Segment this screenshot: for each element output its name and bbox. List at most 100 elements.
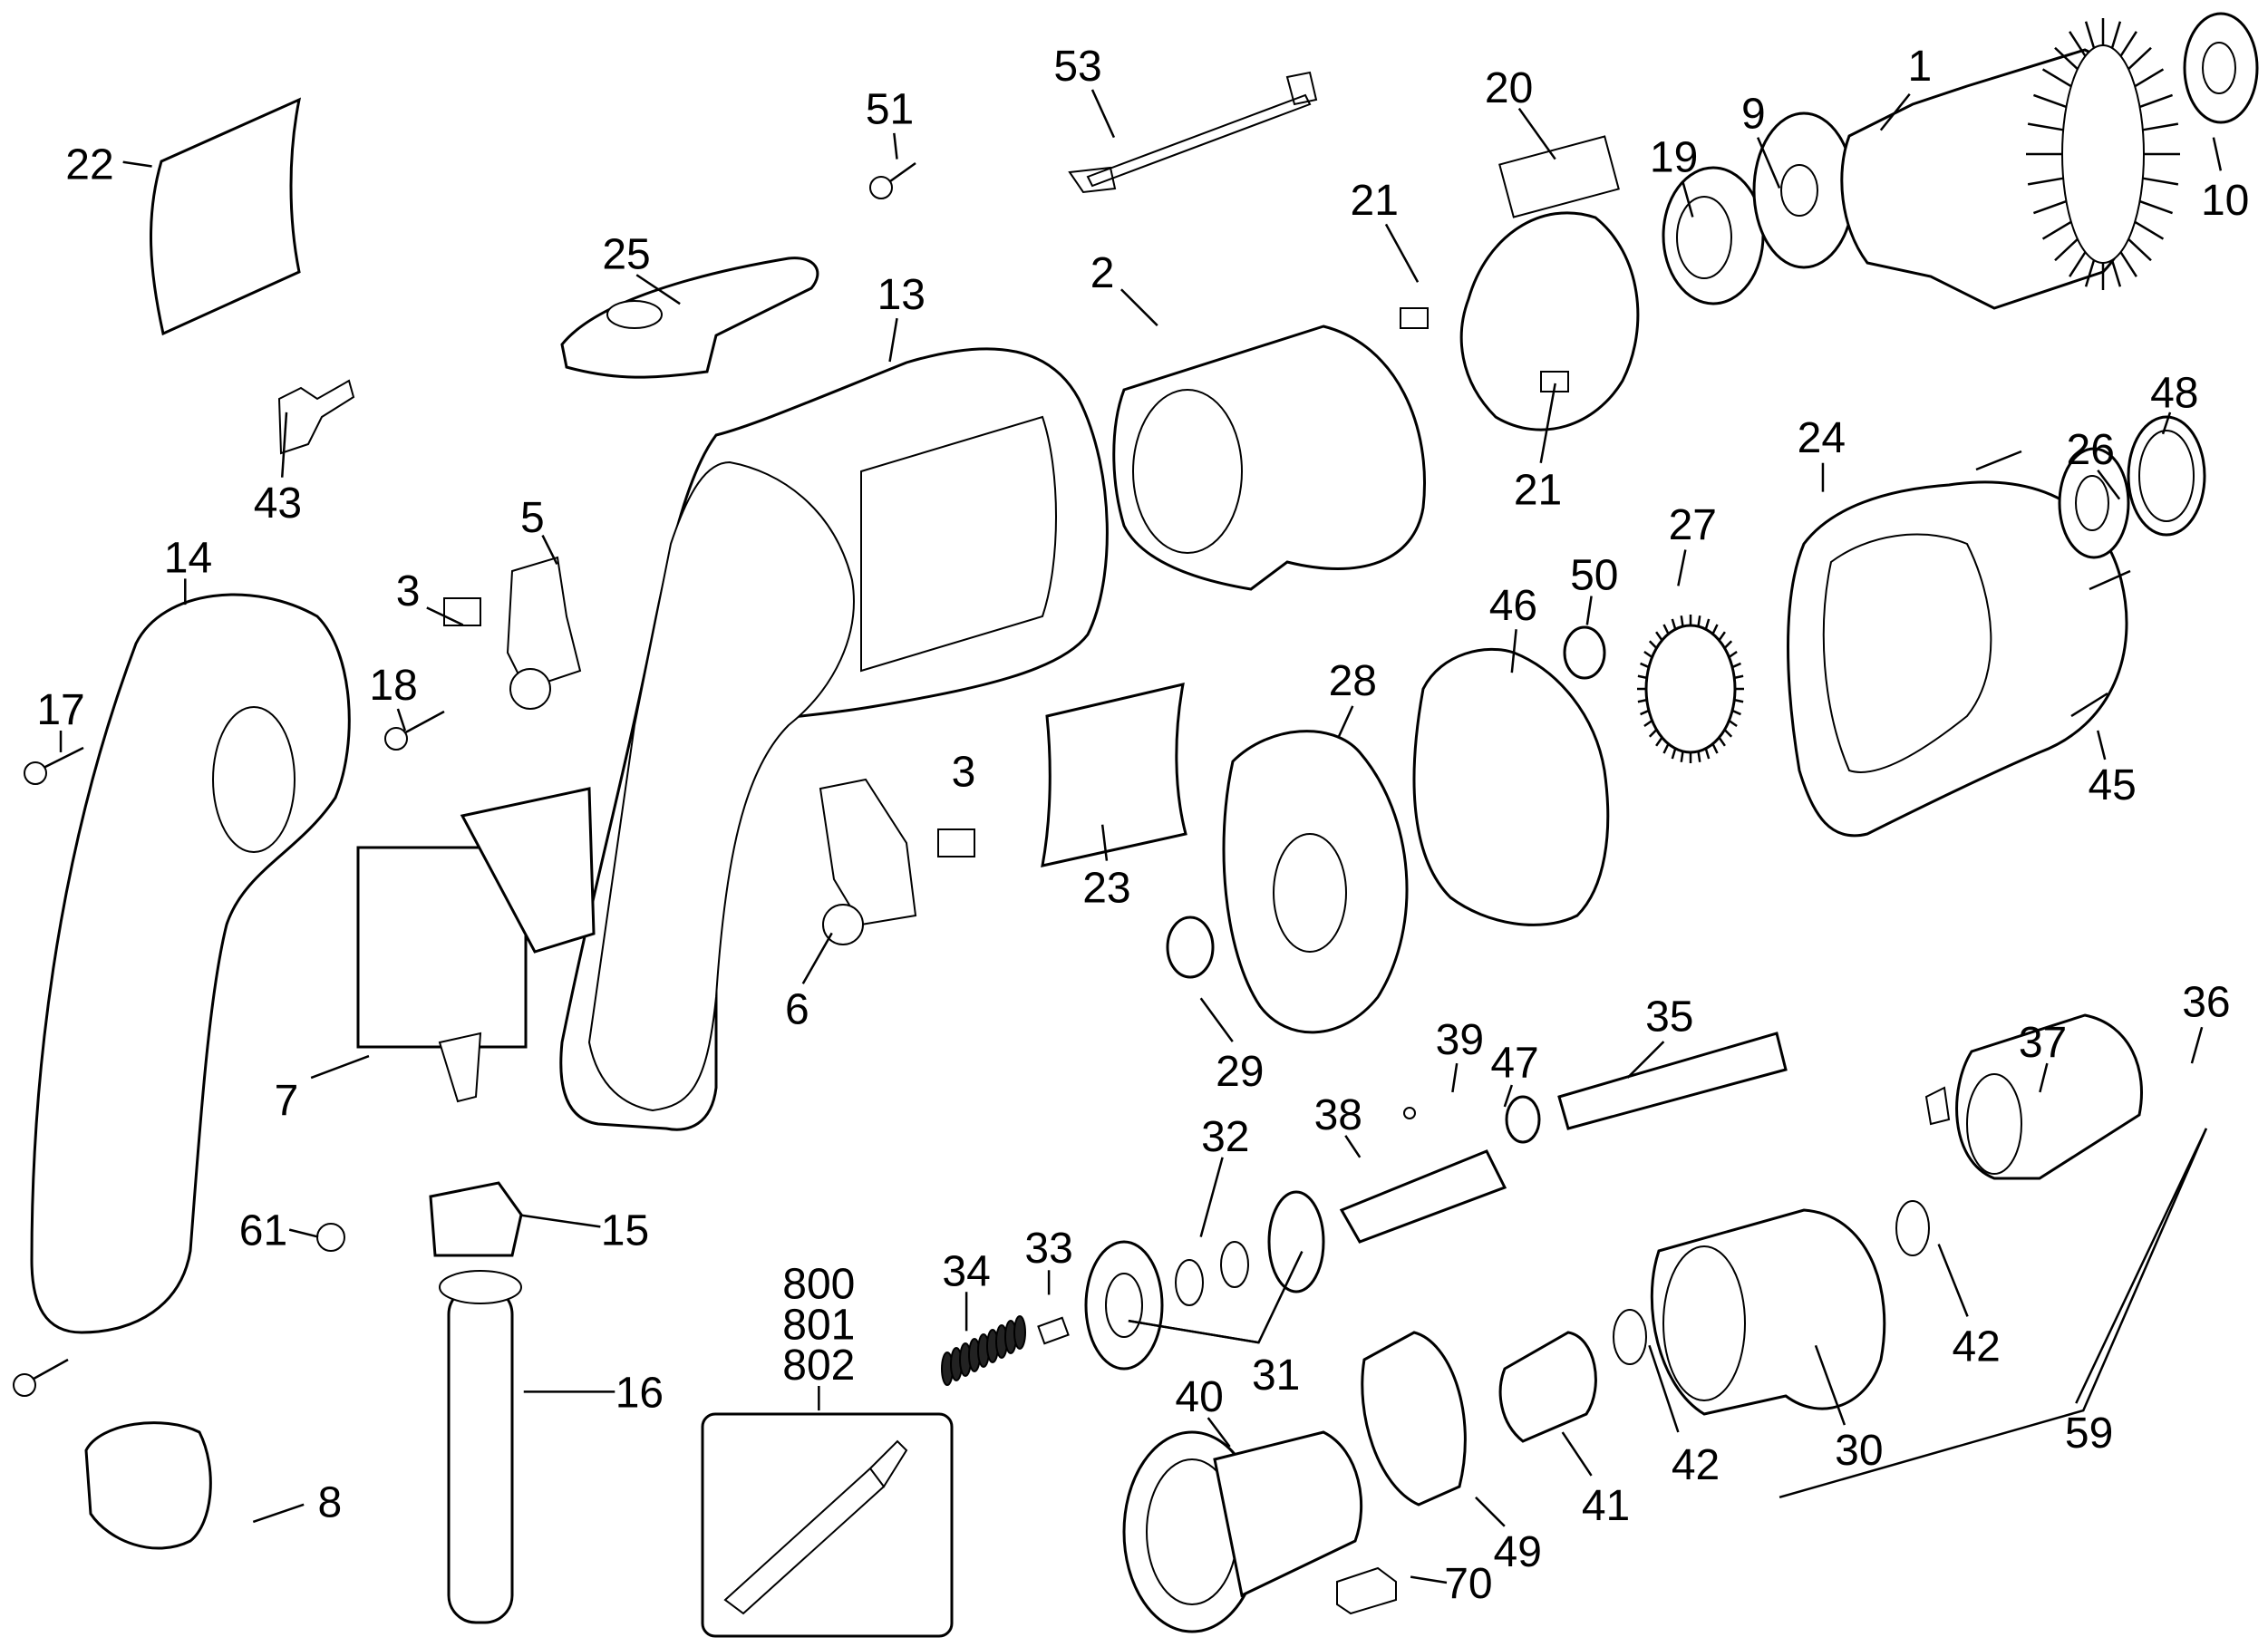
callout-19: 19 <box>1650 133 1698 181</box>
callout-13: 13 <box>877 271 926 319</box>
gear-tooth <box>1723 640 1733 649</box>
callout-3: 3 <box>396 567 421 615</box>
gear-tooth <box>1662 624 1670 635</box>
callout-10: 10 <box>2201 177 2249 225</box>
callout-20: 20 <box>1485 64 1533 112</box>
leader-50 <box>1585 596 1593 625</box>
part-38-spindle <box>1339 1149 1507 1244</box>
part-18-screw <box>398 710 445 738</box>
callout-43: 43 <box>254 480 302 528</box>
callout-50: 50 <box>1570 552 1618 600</box>
part-70-key <box>1336 1566 1397 1615</box>
gear-tooth <box>2054 237 2079 262</box>
gear-tooth <box>2134 68 2165 88</box>
callout-7: 7 <box>275 1077 299 1125</box>
callout-47: 47 <box>1490 1039 1538 1087</box>
gear-tooth <box>2041 220 2072 240</box>
part-9-center <box>1780 164 1818 217</box>
callout-17: 17 <box>36 686 84 734</box>
callout-28: 28 <box>1329 657 1377 705</box>
spring-coil <box>1013 1315 1026 1350</box>
part-48-inner <box>2138 430 2195 522</box>
gear-tooth <box>1655 631 1663 642</box>
part-42-ring-b <box>1613 1309 1647 1365</box>
callout-31: 31 <box>1252 1352 1300 1400</box>
part-41-sleeve <box>1498 1331 1597 1443</box>
part-16-tube <box>447 1285 514 1624</box>
part-61-nut <box>316 1223 345 1252</box>
callout-22: 22 <box>65 140 113 189</box>
part-5-brush-holder <box>506 556 582 691</box>
part-800-tool <box>723 1439 908 1615</box>
leader-27 <box>1677 549 1687 586</box>
gear-tooth <box>1697 615 1701 627</box>
callout-36: 36 <box>2182 978 2230 1026</box>
part-13-inner <box>587 460 855 1112</box>
callout-32: 32 <box>1201 1113 1249 1161</box>
leader-45 <box>2096 730 2107 761</box>
part-51-screw <box>869 161 916 199</box>
leader-40 <box>1207 1417 1231 1448</box>
part-39-ball <box>1403 1107 1416 1119</box>
part-18-head <box>384 727 408 751</box>
part-32-ring-b <box>1220 1241 1249 1288</box>
gear-tooth <box>1718 736 1726 747</box>
callout-40: 40 <box>1175 1373 1223 1421</box>
leader-70 <box>1410 1575 1448 1584</box>
gear-tooth <box>2069 31 2087 57</box>
callout-14: 14 <box>164 534 212 582</box>
callout-38: 38 <box>1314 1091 1362 1139</box>
gear-tooth <box>1733 674 1744 680</box>
leader-42 <box>1937 1244 1969 1317</box>
part-47-clutch <box>1505 1095 1541 1144</box>
leader-38 <box>1344 1135 1362 1158</box>
part-17-head <box>24 761 47 785</box>
gear-tooth <box>2142 177 2179 186</box>
gear-tooth <box>1637 674 1648 680</box>
part-26-bore <box>2075 475 2109 531</box>
part-3-brush-a <box>443 597 481 626</box>
gear-tooth <box>2032 199 2067 215</box>
part-20-brush-holder <box>1498 135 1620 218</box>
gear-tooth <box>2142 122 2179 131</box>
part-40-rear <box>1213 1430 1363 1598</box>
callout-49: 49 <box>1494 1528 1542 1576</box>
part-22-label-sheet <box>150 97 302 336</box>
gear-27-body <box>1644 624 1737 754</box>
callout-801: 801 <box>782 1301 855 1349</box>
part-35-shaft <box>1557 1032 1788 1130</box>
callout-61: 61 <box>239 1207 287 1255</box>
gear-tooth <box>1671 618 1677 630</box>
part-1-gear <box>2026 18 2180 290</box>
leader-22 <box>122 160 152 168</box>
gear-tooth <box>2027 177 2064 186</box>
leader-43 <box>280 412 288 478</box>
callout-37: 37 <box>2019 1019 2067 1067</box>
callout-6: 6 <box>785 985 809 1033</box>
gear-tooth <box>2054 46 2079 71</box>
part-33-pin <box>1037 1316 1070 1345</box>
leader-29 <box>1199 997 1234 1042</box>
callout-46: 46 <box>1489 582 1537 630</box>
leader-8 <box>252 1503 305 1524</box>
part-7-trigger <box>460 787 596 954</box>
gear-tooth <box>1648 640 1658 649</box>
callout-53: 53 <box>1053 43 1101 91</box>
leader-20 <box>1517 107 1556 160</box>
leader-53 <box>1090 89 1116 139</box>
part-49-clutch-piece <box>1361 1331 1467 1507</box>
leader-15 <box>520 1214 601 1228</box>
part-7-contact <box>438 1032 482 1103</box>
leader-23 <box>1100 824 1109 861</box>
part-8-cord-protector <box>84 1421 212 1550</box>
part-28-bore <box>1273 833 1347 953</box>
leader-42 <box>1648 1344 1680 1433</box>
part-50-bushing <box>1563 625 1606 680</box>
gear-tooth <box>1680 615 1684 627</box>
callout-21: 21 <box>1514 466 1562 514</box>
gear-tooth <box>2139 93 2174 109</box>
part-27-gear <box>1637 615 1744 763</box>
leader-25 <box>635 274 681 305</box>
bracket-59 <box>1779 1128 2208 1499</box>
